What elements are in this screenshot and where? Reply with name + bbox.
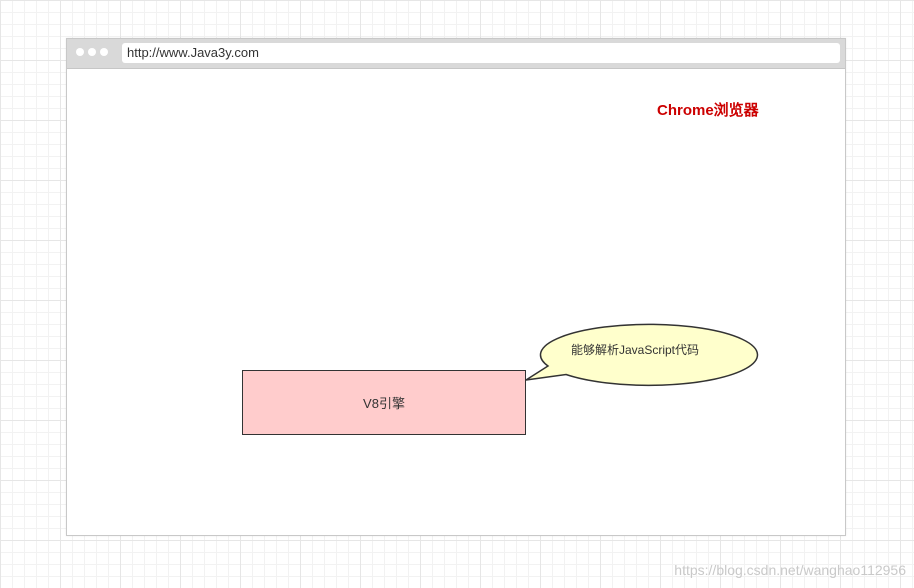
browser-window: http://www.Java3y.com Chrome浏览器 <box>66 38 846 536</box>
browser-label: Chrome浏览器 <box>657 102 759 119</box>
callout-bubble <box>525 323 759 387</box>
window-dot-icon <box>100 48 108 56</box>
v8-engine-label: V8引擎 <box>363 396 405 411</box>
window-dot-icon <box>76 48 84 56</box>
watermark: https://blog.csdn.net/wanghao112956 <box>674 562 906 578</box>
address-bar: http://www.Java3y.com <box>122 43 840 63</box>
callout-text: 能够解析JavaScript代码 <box>570 342 700 357</box>
window-dot-icon <box>88 48 96 56</box>
v8-engine-box: V8引擎 <box>242 370 526 435</box>
browser-title-bar: http://www.Java3y.com <box>67 39 845 69</box>
